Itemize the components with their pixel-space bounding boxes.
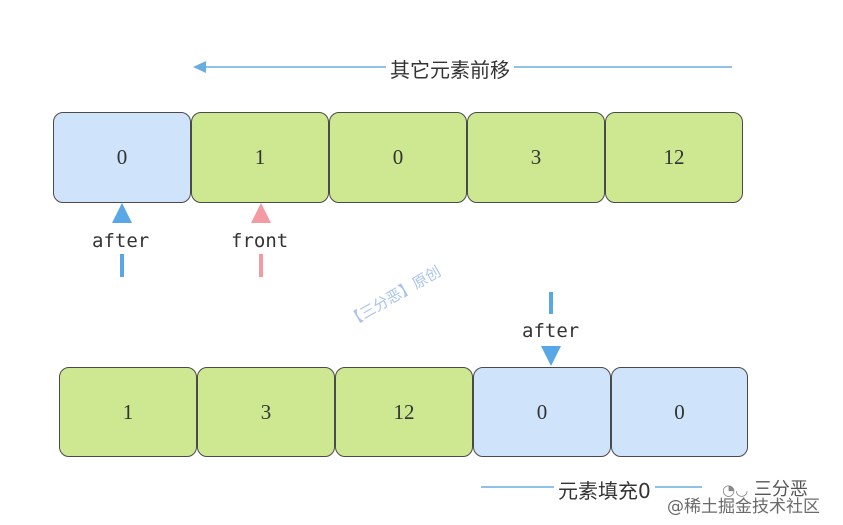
footer-brand: ◔◡ 三分恶 xyxy=(722,475,808,501)
front-label: front xyxy=(231,230,289,252)
row2-cell-4: 0 xyxy=(611,367,748,457)
row2-cell-1: 3 xyxy=(197,367,335,457)
shift-left-arrowhead xyxy=(193,61,206,73)
wechat-icon: ◔◡ xyxy=(722,481,749,499)
row2-cell-0: 1 xyxy=(59,367,197,457)
after-top-arrowhead xyxy=(112,203,132,223)
row1-cell-1: 1 xyxy=(191,112,329,203)
shift-left-label: 其它元素前移 xyxy=(386,54,514,83)
row2-cell-3: 0 xyxy=(473,367,611,457)
row1-cell-3: 3 xyxy=(467,112,605,203)
row2-cell-2: 12 xyxy=(335,367,473,457)
after-bottom-label: after xyxy=(522,320,580,342)
footer-brand-text: 三分恶 xyxy=(753,479,808,500)
footer-site: @稀土掘金技术社区 xyxy=(667,497,820,517)
front-arrowhead xyxy=(251,203,271,223)
row1-cell-0: 0 xyxy=(53,112,191,203)
row1-cell-4: 12 xyxy=(605,112,743,203)
after-bottom-arrowhead xyxy=(541,346,561,366)
after-top-label: after xyxy=(92,230,150,252)
fill-zero-label: 元素填充0 xyxy=(554,475,655,504)
row1-cell-2: 0 xyxy=(329,112,467,203)
